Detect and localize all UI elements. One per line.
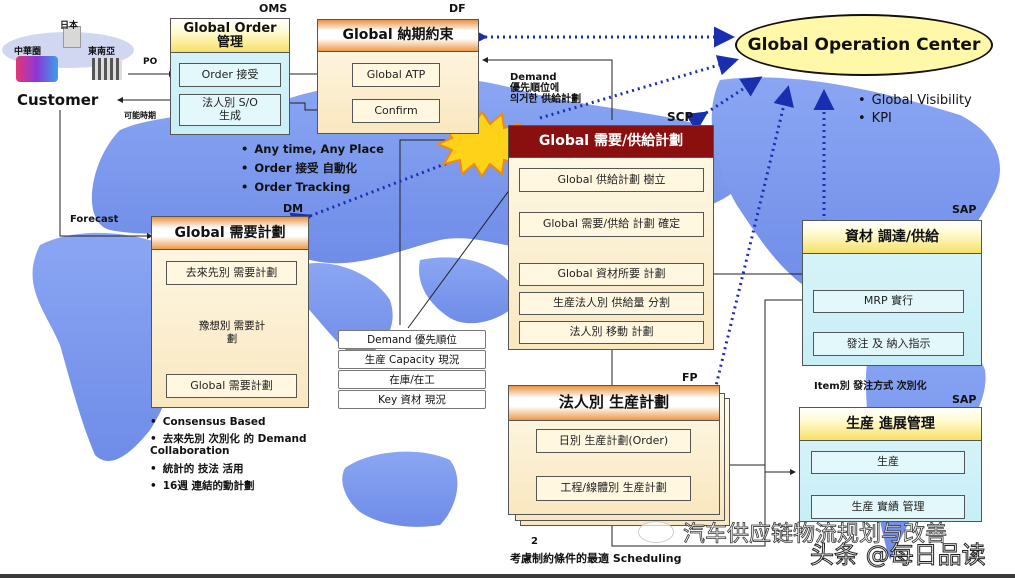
scp-item: Global 資材所要 計劃 bbox=[519, 263, 704, 286]
oms-bullets: Any time, Any Place Order 接受 自動化 Order T… bbox=[241, 140, 384, 197]
dm-bullets: Consensus Based 去來先別 次別化 的 Demand Collab… bbox=[150, 414, 325, 495]
sap-material-note: Item別 發注方式 次別化 bbox=[814, 381, 927, 392]
possible-period-label: 可能時期 bbox=[124, 111, 156, 120]
fp-footnote: 考慮制約條件的最適 Scheduling bbox=[510, 552, 682, 565]
po-label: PO bbox=[143, 57, 158, 67]
scp-item: 生産法人別 供給量 分割 bbox=[519, 292, 704, 315]
df-tag: DF bbox=[449, 2, 466, 15]
scp-title: Global 需要/供給計劃 bbox=[509, 126, 713, 158]
customer-label: Customer bbox=[17, 91, 99, 109]
watermark-source: 头条 @每日品读 bbox=[810, 541, 987, 570]
oms-item: 法人別 S/O 生成 bbox=[179, 94, 281, 126]
region-label: 日本 bbox=[60, 21, 79, 31]
constraint-item: 生産 Capacity 現況 bbox=[338, 350, 486, 369]
region-label: 中華圈 bbox=[14, 47, 42, 57]
sap-production-item: 生産 bbox=[811, 451, 965, 474]
scp-tag: SCP bbox=[667, 110, 694, 124]
dm-tag: DM bbox=[283, 202, 304, 215]
region-label: 東南亞 bbox=[88, 47, 116, 57]
constraint-item: Demand 優先順位 bbox=[338, 330, 486, 349]
oms-tag: OMS bbox=[259, 2, 288, 15]
constraint-item: 在庫/在工 bbox=[338, 370, 486, 389]
sap-production-box: 生産 進展管理 生産 生産 實績 管理 bbox=[799, 407, 982, 522]
sap-production-title: 生産 進展管理 bbox=[800, 408, 981, 441]
goc-bullets: Global Visibility KPI bbox=[858, 92, 972, 128]
constraint-item: Key 資材 現況 bbox=[338, 390, 486, 409]
df-box: Global 納期約束 Global ATP Confirm bbox=[317, 19, 479, 134]
df-item: Global ATP bbox=[352, 63, 440, 87]
building-icon bbox=[63, 26, 81, 48]
dm-item: 去來先別 需要計劃 bbox=[166, 261, 297, 285]
dm-decision: 豫想別 需要計劃 bbox=[198, 320, 266, 345]
sap-material-box: 資材 調達/供給 MRP 實行 發注 及 納入指示 bbox=[802, 220, 982, 366]
fp-item: 工程/線體別 生産計劃 bbox=[536, 476, 691, 501]
constraint-list: Demand 優先順位 生産 Capacity 現況 在庫/在工 Key 資材 … bbox=[338, 330, 486, 410]
fp-item: 日別 生産計劃(Order) bbox=[536, 429, 691, 453]
oms-title: Global Order 管理 bbox=[171, 19, 289, 53]
sap-material-item: MRP 實行 bbox=[813, 290, 964, 313]
fp-tag: FP bbox=[682, 371, 698, 384]
people-icon bbox=[16, 56, 58, 82]
sap-material-item: 發注 及 納入指示 bbox=[813, 332, 964, 356]
dm-box: Global 需要計劃 去來先別 需要計劃 豫想別 需要計劃 Global 需要… bbox=[151, 216, 309, 408]
dm-title: Global 需要計劃 bbox=[152, 217, 308, 250]
fp-footnote-number: 2 bbox=[531, 536, 538, 547]
forecast-label: Forecast bbox=[70, 214, 119, 225]
scp-item: 法人別 移動 計劃 bbox=[519, 321, 704, 344]
scp-box: Global 需要/供給計劃 Global 供給計劃 樹立 Global 需要/… bbox=[508, 125, 714, 350]
watermark-channel: 汽车供应链物流规划与改善 bbox=[683, 522, 948, 548]
office-building-icon bbox=[92, 58, 122, 80]
sap-production-tag: SAP bbox=[952, 393, 977, 406]
customer-icon-cluster: 日本 中華圈 東南亞 bbox=[8, 18, 128, 82]
dm-item: Global 需要計劃 bbox=[166, 374, 297, 398]
global-operation-center: Global Operation Center bbox=[735, 14, 993, 76]
df-item: Confirm bbox=[352, 99, 440, 123]
oms-box: Global Order 管理 Order 接受 法人別 S/O 生成 bbox=[170, 18, 290, 135]
scp-item: Global 供給計劃 樹立 bbox=[519, 168, 704, 192]
sap-material-title: 資材 調達/供給 bbox=[803, 221, 981, 254]
df-title: Global 納期約束 bbox=[318, 20, 478, 52]
demand-priority-note: Demand 優先順位에 의거한 供給計劃 bbox=[510, 72, 582, 105]
sap-material-tag: SAP bbox=[952, 203, 977, 216]
scp-item: Global 需要/供給 計劃 確定 bbox=[519, 212, 704, 237]
fp-title: 法人別 生産計劃 bbox=[509, 386, 719, 421]
fp-box: 法人別 生産計劃 日別 生産計劃(Order) 工程/線體別 生産計劃 bbox=[508, 385, 720, 515]
wechat-icon bbox=[638, 521, 674, 543]
sap-production-item: 生産 實績 管理 bbox=[811, 495, 965, 519]
oms-item: Order 接受 bbox=[179, 63, 281, 87]
